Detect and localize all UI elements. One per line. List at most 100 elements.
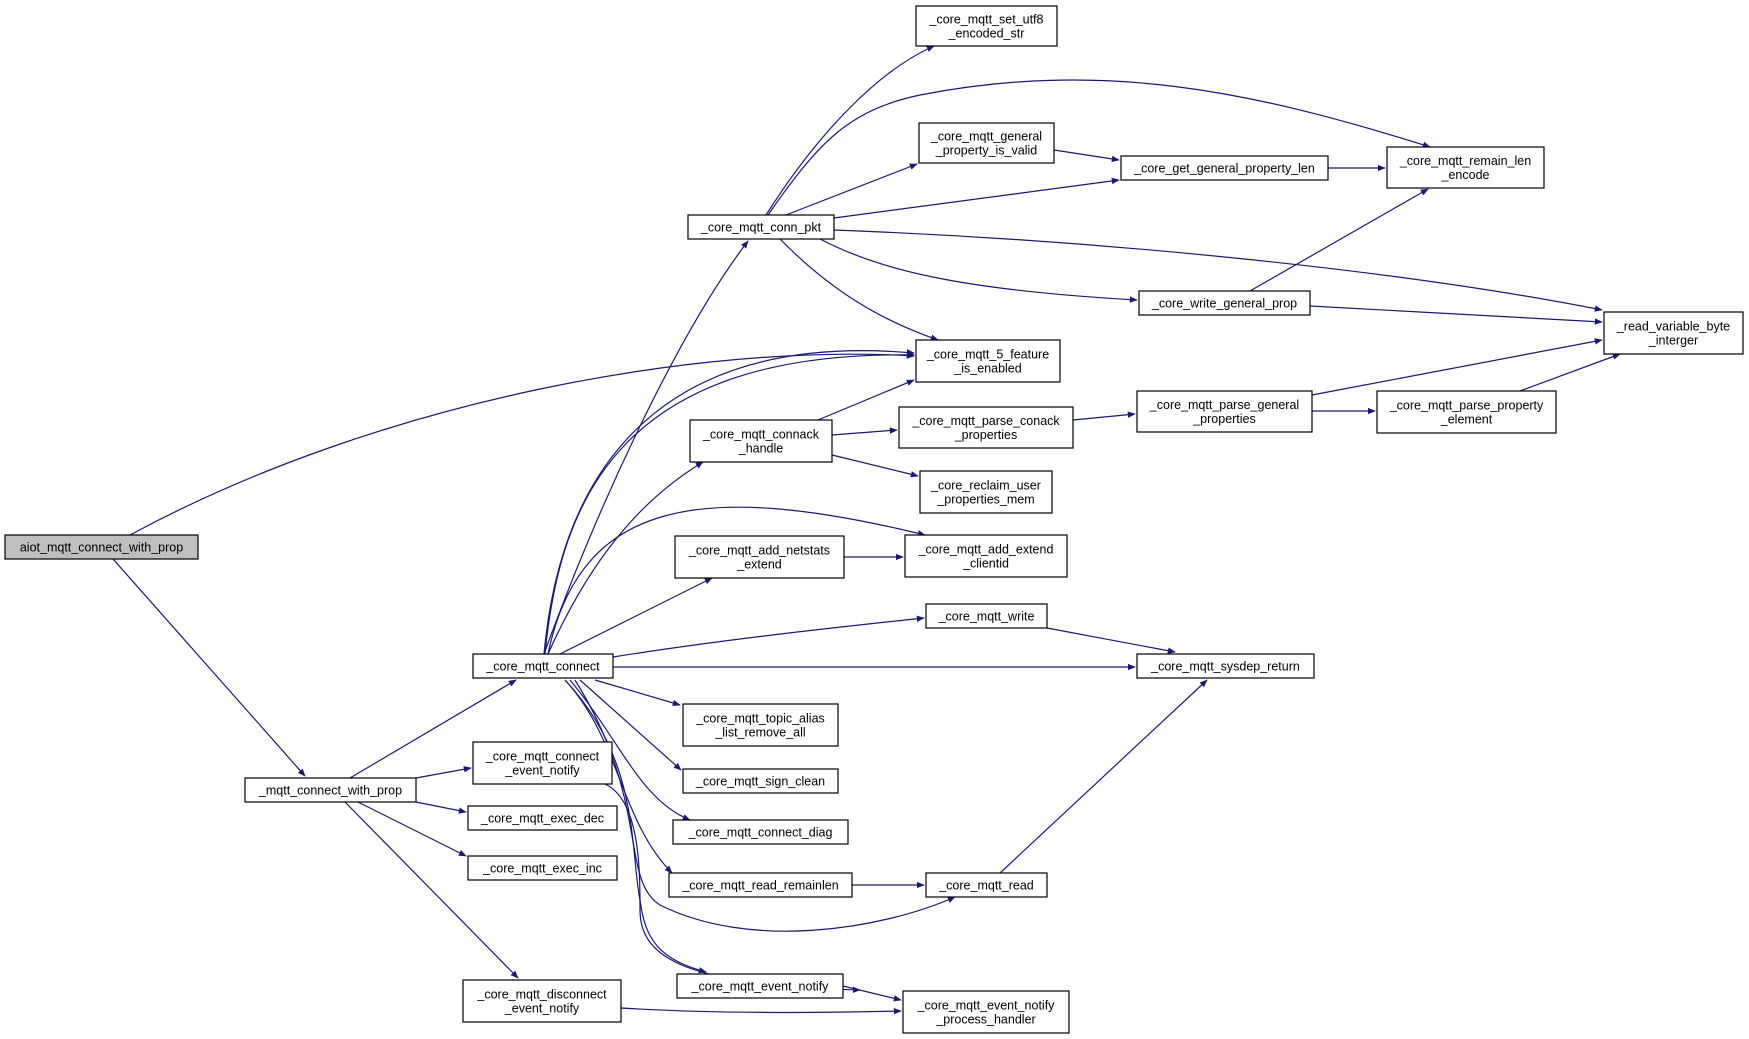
node-exec-dec[interactable]: _core_mqtt_exec_dec	[467, 805, 618, 831]
edge-conn-feature2	[543, 349, 915, 655]
edge-conn-pkt	[543, 240, 749, 655]
edge-conn-feature	[544, 351, 915, 655]
edge-root-feature	[129, 352, 915, 536]
node-label: _core_mqtt_connect	[485, 750, 600, 764]
node-reclaim-user[interactable]: _core_reclaim_user_properties_mem	[919, 470, 1053, 514]
node-label: _properties	[954, 428, 1018, 442]
node-sign-clean[interactable]: _core_mqtt_sign_clean	[682, 768, 839, 794]
node-box	[898, 406, 1074, 449]
edge-pkt-len	[833, 177, 1120, 219]
node-label: _core_mqtt_connect_diag	[688, 826, 833, 840]
node-label: _core_reclaim_user	[930, 479, 1041, 493]
node-label: _event_notify	[504, 764, 580, 778]
node-conn-pkt[interactable]: _core_mqtt_conn_pkt	[687, 214, 835, 240]
node-box	[682, 703, 839, 747]
edge-conn-diag	[569, 679, 691, 821]
node-label: _core_mqtt_event_notify	[691, 980, 830, 994]
node-set-utf8[interactable]: _core_mqtt_set_utf8_encoded_str	[915, 5, 1058, 47]
node-box	[1136, 653, 1315, 679]
node-read-variable[interactable]: _read_variable_byte_interger	[1603, 311, 1744, 355]
node-core-connect[interactable]: _core_mqtt_connect	[472, 653, 614, 679]
node-box	[925, 603, 1048, 629]
node-topic-alias-remove[interactable]: _core_mqtt_topic_alias_list_remove_all	[682, 703, 839, 747]
node-add-extend-clientid[interactable]: _core_mqtt_add_extend_clientid	[904, 534, 1068, 578]
edge-conn-extend	[547, 506, 926, 655]
node-connect-event-notify[interactable]: _core_mqtt_connect_event_notify	[472, 741, 613, 785]
node-label: _is_enabled	[953, 362, 1021, 376]
node-connect-diag[interactable]: _core_mqtt_connect_diag	[672, 819, 849, 845]
edge-connack-conack	[831, 427, 898, 436]
node-label: _core_mqtt_exec_dec	[480, 812, 604, 826]
node-disconnect-event-notify[interactable]: _core_mqtt_disconnect_event_notify	[462, 979, 622, 1023]
node-label: _clientid	[962, 557, 1009, 571]
edge-pkt-valid	[785, 163, 918, 216]
node-mqtt-read[interactable]: _core_mqtt_read	[925, 872, 1048, 898]
node-label: _core_mqtt_parse_general	[1149, 398, 1299, 412]
node-box	[687, 214, 835, 240]
node-sysdep-return[interactable]: _core_mqtt_sysdep_return	[1136, 653, 1315, 679]
node-label: aiot_mqtt_connect_with_prop	[20, 541, 183, 555]
node-box	[1138, 290, 1311, 316]
node-add-netstats-extend[interactable]: _core_mqtt_add_netstats_extend	[674, 535, 845, 579]
node-box	[1376, 390, 1557, 434]
node-parse-property[interactable]: _core_mqtt_parse_property_element	[1376, 390, 1557, 434]
node-label: _core_mqtt_sysdep_return	[1150, 660, 1300, 674]
node-label: _property_is_valid	[935, 144, 1037, 158]
node-feature-enabled[interactable]: _core_mqtt_5_feature_is_enabled	[915, 339, 1061, 383]
node-label: _core_mqtt_remain_len	[1399, 154, 1531, 168]
node-label: _properties	[1192, 412, 1256, 426]
edge-conn-topic	[594, 679, 681, 707]
node-event-notify-handler[interactable]: _core_mqtt_event_notify_process_handler	[902, 990, 1070, 1034]
edge-write-variable	[1309, 305, 1603, 325]
node-general-len[interactable]: _core_get_general_property_len	[1120, 155, 1329, 181]
edge-connack-reclaim	[831, 454, 919, 478]
node-box	[472, 653, 614, 679]
node-label: _extend	[736, 558, 782, 572]
edge-conn-write	[612, 615, 925, 658]
node-label: _core_mqtt_connack	[702, 428, 820, 442]
node-label: _core_mqtt_write	[938, 610, 1035, 624]
edge-general-variable	[1311, 338, 1603, 396]
edges	[112, 45, 1621, 1015]
node-parse-general[interactable]: _core_mqtt_parse_general_properties	[1136, 390, 1313, 433]
node-general-valid[interactable]: _core_mqtt_general_property_is_valid	[918, 122, 1055, 164]
edge-conn-read	[574, 679, 956, 932]
edge-valid-len	[1053, 149, 1120, 163]
node-box	[915, 5, 1058, 47]
node-mqtt-write[interactable]: _core_mqtt_write	[925, 603, 1048, 629]
node-box	[672, 819, 849, 845]
edge-root-cwp	[112, 558, 306, 777]
node-label: _core_mqtt_exec_inc	[482, 862, 602, 876]
node-box	[682, 768, 839, 794]
node-root[interactable]: aiot_mqtt_connect_with_prop	[4, 534, 199, 560]
node-label: _read_variable_byte	[1616, 320, 1730, 334]
node-remain-len-encode[interactable]: _core_mqtt_remain_len_encode	[1386, 146, 1545, 189]
node-label: _interger	[1648, 334, 1698, 348]
node-connack-handle[interactable]: _core_mqtt_connack_handle	[689, 419, 833, 463]
edge-cwp-cen	[415, 766, 472, 779]
edge-write-sysdep	[1046, 627, 1176, 654]
node-box	[904, 534, 1068, 578]
node-event-notify[interactable]: _core_mqtt_event_notify	[676, 973, 844, 999]
node-box	[472, 741, 613, 785]
node-box	[925, 872, 1048, 898]
node-write-general-prop[interactable]: _core_write_general_prop	[1138, 290, 1311, 316]
node-box	[668, 872, 853, 898]
node-parse-conack[interactable]: _core_mqtt_parse_conack_properties	[898, 406, 1074, 449]
node-label: _core_mqtt_add_netstats	[688, 544, 830, 558]
node-exec-inc[interactable]: _core_mqtt_exec_inc	[467, 855, 618, 881]
node-label: _list_remove_all	[714, 726, 805, 740]
edge-pkt-feature	[779, 238, 939, 341]
edge-read-sysdep	[999, 679, 1208, 874]
node-box	[4, 534, 199, 560]
node-label: _element	[1440, 413, 1493, 427]
node-label: _core_mqtt_sign_clean	[695, 775, 825, 789]
node-read-remainlen[interactable]: _core_mqtt_read_remainlen	[668, 872, 853, 898]
edge-connack-feature	[817, 379, 915, 421]
node-label: _core_mqtt_read_remainlen	[681, 879, 838, 893]
node-label: _core_mqtt_5_feature	[926, 348, 1049, 362]
node-box	[1386, 146, 1545, 189]
node-label: _core_mqtt_disconnect	[476, 988, 607, 1002]
node-connect-with-prop[interactable]: _mqtt_connect_with_prop	[244, 777, 417, 803]
